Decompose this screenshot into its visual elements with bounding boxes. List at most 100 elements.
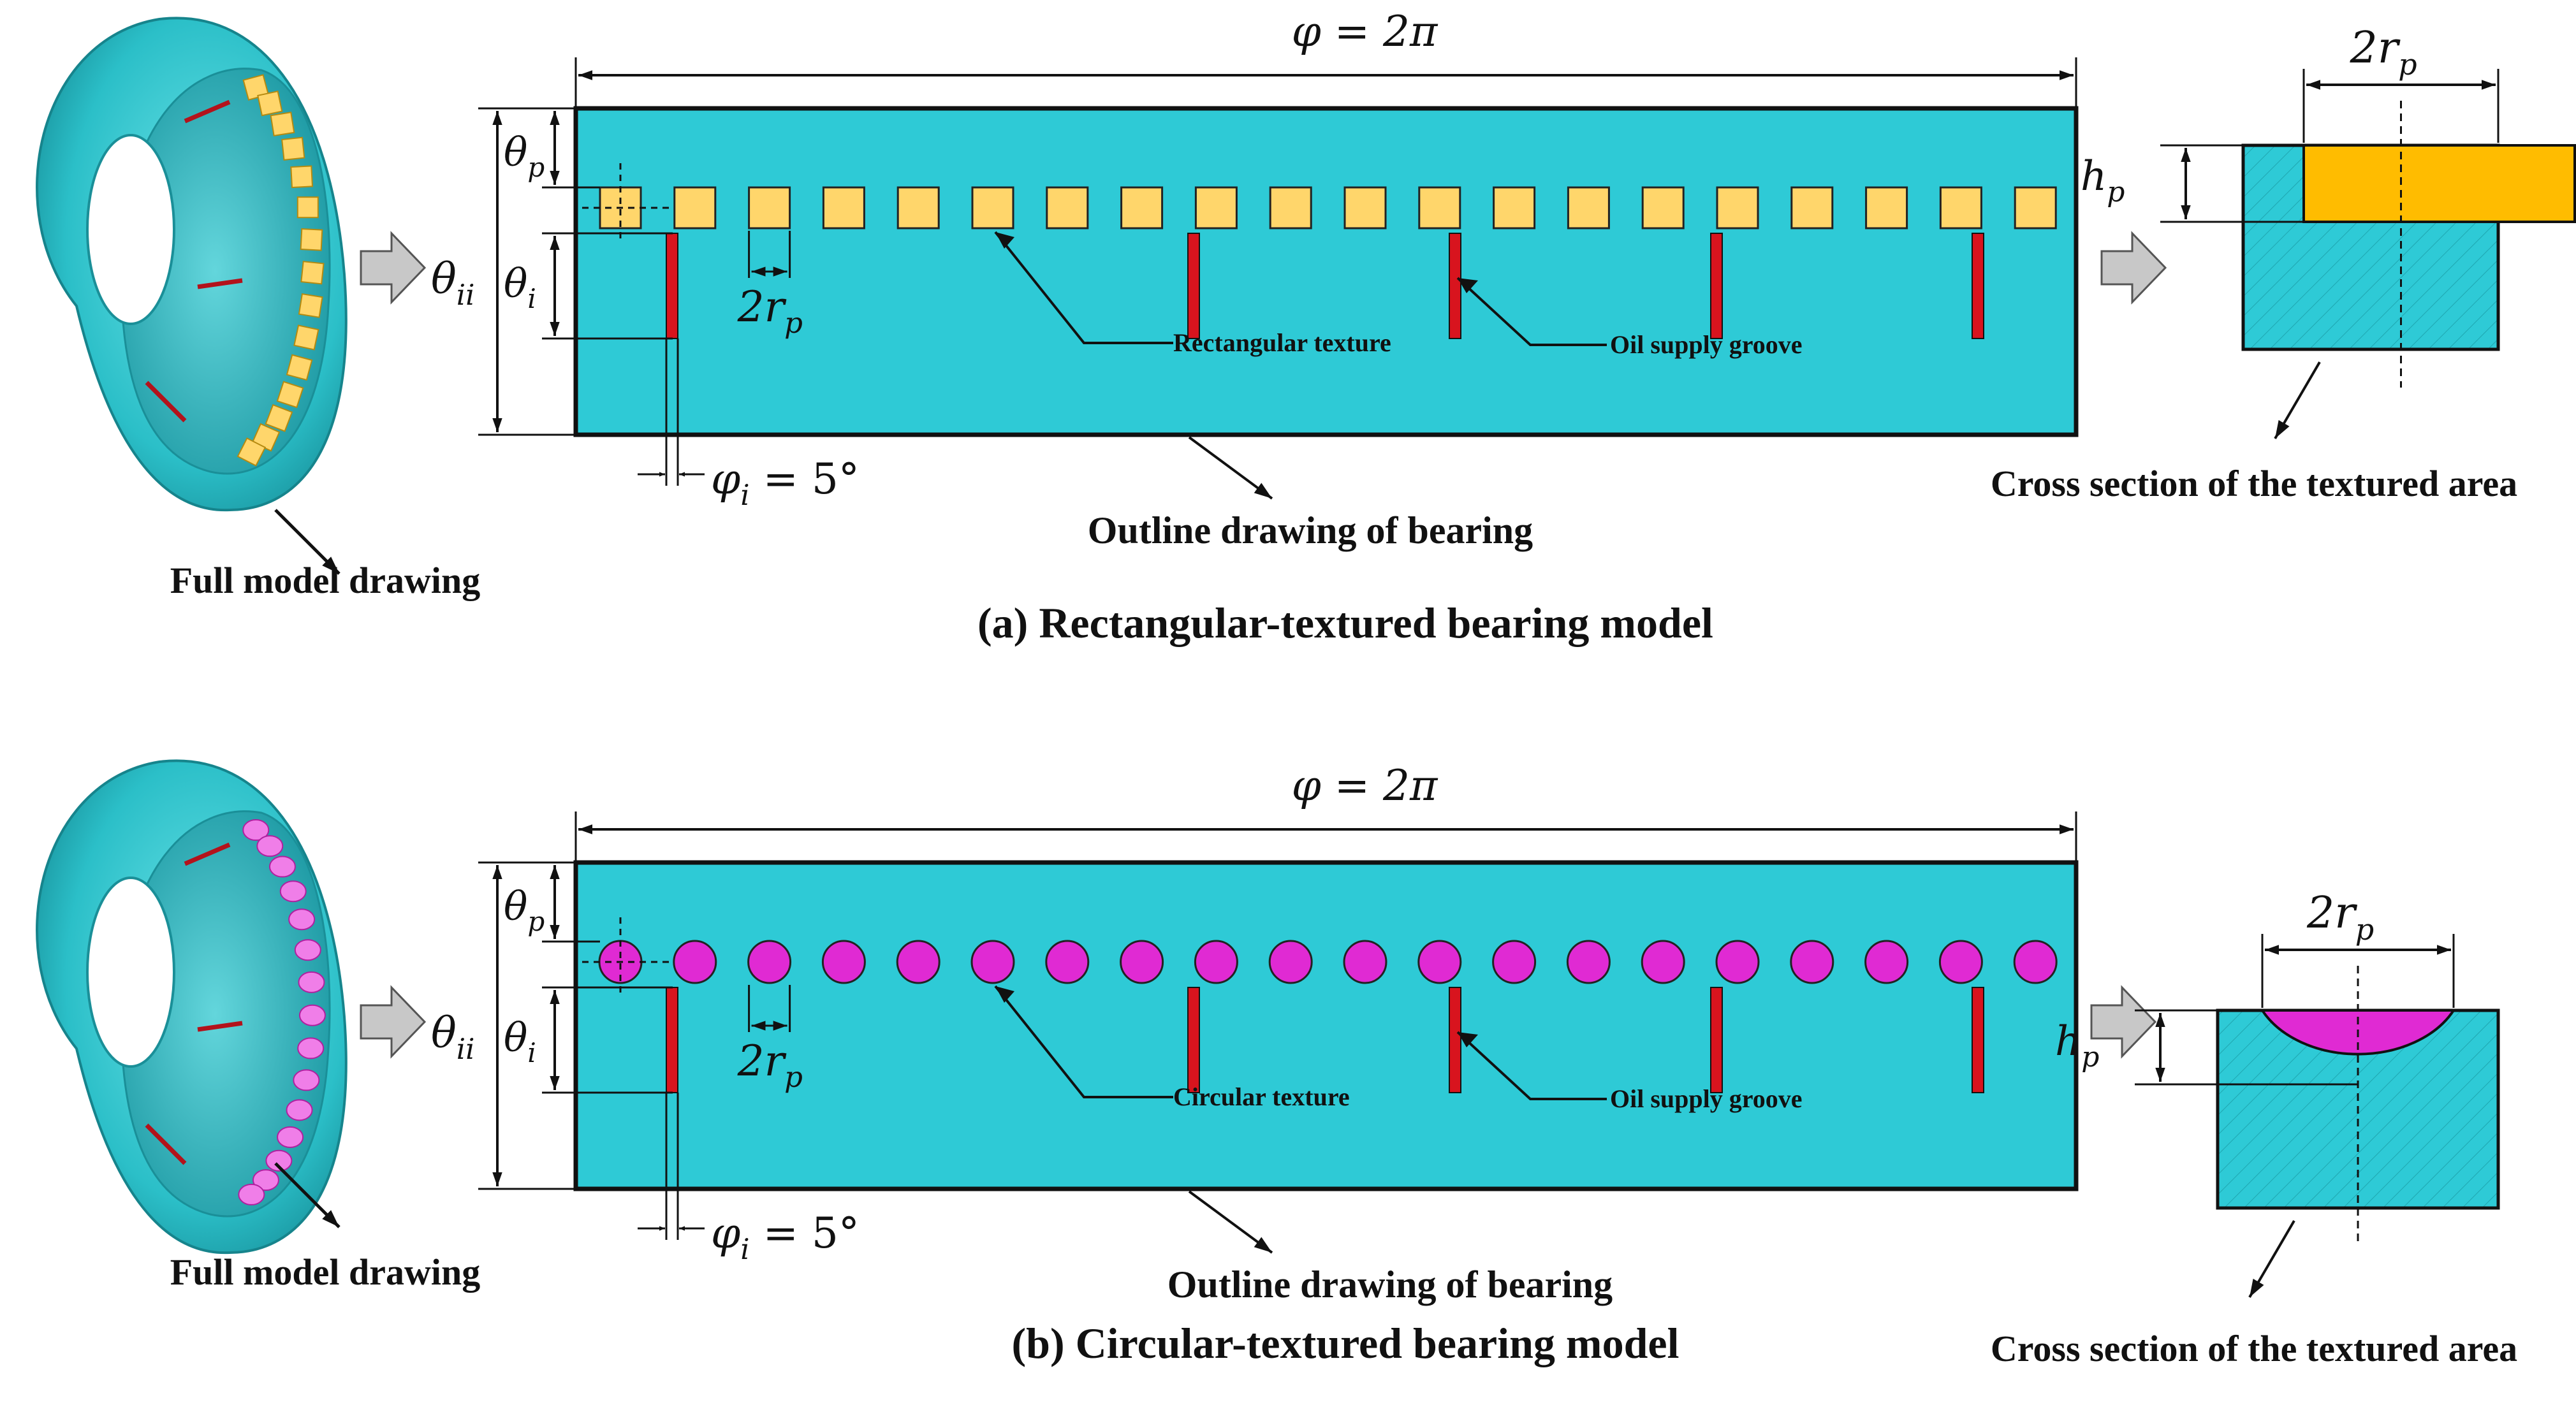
panel-caption: (b) Circular-textured bearing model	[1012, 1319, 1680, 1367]
oil-supply-groove	[666, 233, 678, 339]
rectangular-texture-mark	[281, 136, 305, 161]
rectangular-texture-mark	[293, 324, 319, 351]
outline-label: Outline drawing of bearing	[1167, 1263, 1613, 1306]
circular-texture	[1492, 940, 1537, 984]
leader-arrow-icon	[995, 232, 1014, 249]
rectangular-texture	[2014, 186, 2057, 229]
rectangular-texture	[1790, 186, 1834, 229]
cross-section-texture	[2302, 144, 2576, 223]
oil-supply-groove	[1187, 987, 1200, 1093]
rectangular-texture-mark	[286, 354, 313, 381]
circular-texture-mark	[286, 1099, 313, 1121]
oil-supply-groove	[1710, 987, 1723, 1093]
texture-label: Rectangular texture	[1173, 328, 1391, 357]
circular-texture	[673, 940, 717, 984]
rectangular-texture-mark	[300, 228, 323, 251]
rectangular-texture	[822, 186, 865, 229]
model-groove-mark	[184, 842, 231, 866]
circular-texture-mark	[252, 1169, 279, 1191]
groove-leader-line	[1456, 1031, 1607, 1100]
circular-texture	[1641, 940, 1685, 984]
rectangular-texture	[748, 186, 791, 229]
oil-supply-groove	[1187, 233, 1200, 339]
circular-texture-mark	[279, 880, 307, 903]
section-two-rp-label: 2rp	[2350, 23, 2417, 82]
circular-texture-mark	[293, 1069, 320, 1091]
oil-supply-groove	[1972, 233, 1984, 339]
theta-p-label: θp	[504, 883, 545, 937]
circular-texture	[896, 940, 940, 984]
model-groove-mark	[145, 1123, 187, 1165]
rectangular-texture-mark	[265, 404, 293, 432]
circular-texture	[2013, 940, 2058, 984]
circular-texture	[747, 940, 792, 984]
circular-texture	[1566, 940, 1611, 984]
two-rp-label: 2rp	[737, 282, 803, 340]
theta-p-label: θp	[504, 129, 545, 183]
leader-arrow-icon	[1458, 278, 1478, 293]
circular-texture	[1194, 940, 1238, 984]
circular-texture-mark	[238, 1183, 265, 1205]
rectangular-texture	[1343, 186, 1387, 229]
model-groove-mark	[184, 99, 231, 124]
oil-supply-groove	[666, 987, 678, 1093]
bearing-inner-surface	[120, 68, 331, 475]
bearing-outline-rect	[573, 860, 2079, 1191]
rectangular-texture	[896, 186, 940, 229]
circular-texture-mark	[256, 835, 284, 857]
rectangular-texture	[1269, 186, 1312, 229]
theta-ii-label: θii	[431, 254, 475, 312]
full-model-label: Full model drawing	[170, 560, 481, 601]
circular-texture	[970, 940, 1015, 984]
two-rp-label: 2rp	[737, 1037, 803, 1094]
circular-texture-mark	[268, 855, 296, 878]
circular-texture-mark	[265, 1149, 293, 1172]
oil-supply-groove	[1710, 233, 1723, 339]
rectangular-texture	[1493, 186, 1536, 229]
circular-texture-mark	[294, 939, 321, 961]
circular-texture	[1268, 940, 1313, 984]
rectangular-texture-mark	[270, 112, 295, 137]
circular-texture-mark	[242, 819, 270, 841]
oil-supply-groove	[1449, 987, 1461, 1093]
model-groove-mark	[197, 278, 243, 289]
right-block-arrow-icon	[360, 231, 427, 305]
right-block-arrow-icon	[2100, 231, 2167, 305]
groove-label: Oil supply groove	[1610, 330, 1803, 359]
bearing-hole	[86, 877, 175, 1068]
rectangular-texture-mark	[296, 196, 319, 219]
section-hp-label: hp	[2055, 1018, 2099, 1074]
model-groove-mark	[197, 1021, 243, 1032]
circular-texture	[1045, 940, 1090, 984]
bearing-hole	[86, 134, 175, 325]
bearing-inner-surface	[120, 810, 331, 1218]
groove-leader-line	[1456, 277, 1607, 346]
bearing-outline-rect	[573, 106, 2079, 437]
full-model-leader-line	[274, 509, 340, 575]
rectangular-texture	[1716, 186, 1759, 229]
rectangular-texture	[1567, 186, 1610, 229]
circular-texture-mark	[297, 1037, 325, 1059]
rectangular-texture	[1865, 186, 1908, 229]
circular-texture-mark	[277, 1126, 304, 1148]
circular-texture	[1790, 940, 1834, 984]
outline-label: Outline drawing of bearing	[1088, 509, 1533, 551]
section-two-rp-label: 2rp	[2306, 888, 2374, 947]
rectangular-texture-mark	[298, 293, 323, 318]
oil-supply-groove	[1449, 233, 1461, 339]
phi-i-label: φi = 5°	[711, 1209, 860, 1266]
phi-total-label: φ = 2π	[1292, 7, 1438, 56]
circular-texture-mark	[298, 971, 325, 993]
rectangular-texture-mark	[290, 165, 314, 189]
cross-section-leader-line	[2274, 361, 2321, 440]
panel-caption: (a) Rectangular-textured bearing model	[977, 599, 1713, 647]
circular-texture	[1417, 940, 1462, 984]
circular-texture	[1343, 940, 1387, 984]
rectangular-texture-mark	[237, 437, 267, 467]
rectangular-texture	[1641, 186, 1685, 229]
circular-texture	[1715, 940, 1760, 984]
theta-ii-label: θii	[431, 1008, 475, 1066]
texture-leader-line	[994, 985, 1173, 1098]
